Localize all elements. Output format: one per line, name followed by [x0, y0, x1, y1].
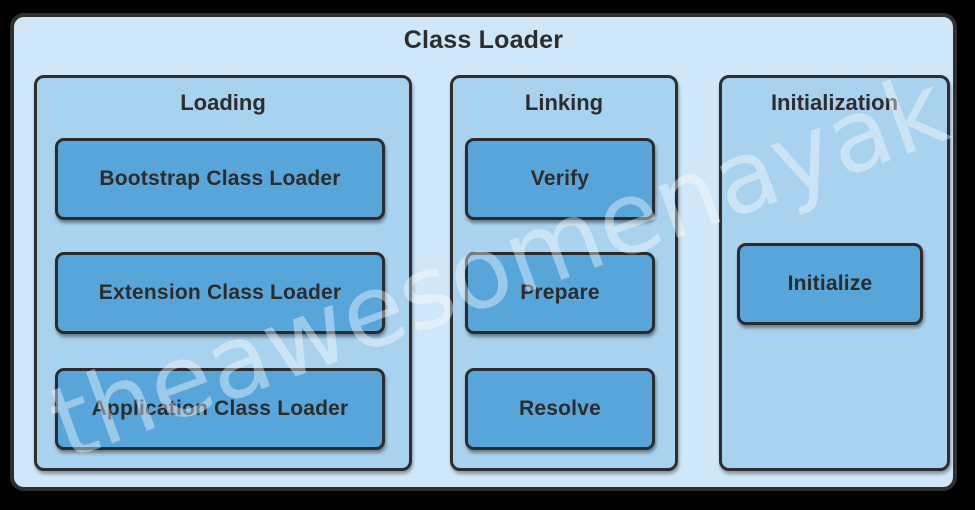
diagram-title: Class Loader: [403, 26, 564, 54]
box-bootstrap-class-loader: Bootstrap Class Loader: [55, 138, 385, 220]
section-title-loading: Loading: [180, 90, 266, 115]
section-linking: Linking Verify Prepare Resolve: [450, 75, 678, 471]
box-resolve: Resolve: [465, 368, 655, 450]
box-application-class-loader: Application Class Loader: [55, 368, 385, 450]
section-title-linking: Linking: [524, 90, 604, 115]
class-loader-container: Class Loader Loading Bootstrap Class Loa…: [10, 13, 957, 491]
section-initialization: Initialization Initialize: [719, 75, 950, 471]
section-loading: Loading Bootstrap Class Loader Extension…: [34, 75, 412, 471]
box-extension-class-loader: Extension Class Loader: [55, 252, 385, 334]
section-title-initialization: Initialization: [770, 90, 899, 115]
box-prepare: Prepare: [465, 252, 655, 334]
box-initialize: Initialize: [737, 243, 923, 325]
box-verify: Verify: [465, 138, 655, 220]
